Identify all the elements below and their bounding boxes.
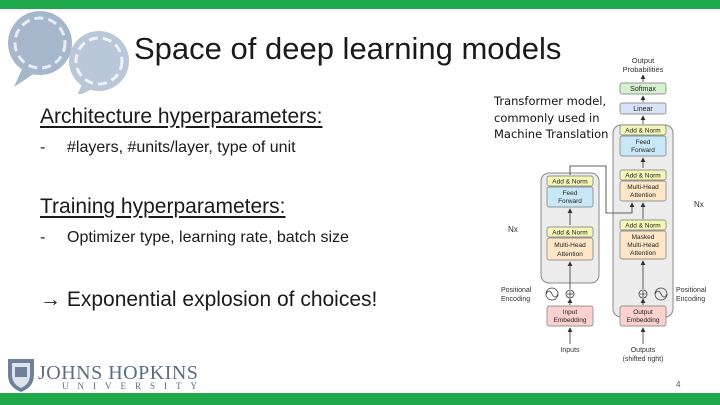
linear-label: Linear: [633, 106, 653, 113]
feed-forward-box: [619, 135, 667, 157]
top-accent-bar: [0, 0, 720, 9]
input-embedding-box: [546, 305, 594, 327]
jhu-shield-icon: [8, 359, 34, 392]
add-norm-box: [619, 169, 667, 181]
architecture-bullet: - #layers, #units/layer, type of unit: [40, 139, 296, 157]
softmax-label: Softmax: [630, 86, 656, 93]
feed-forward-label: Forward: [631, 147, 655, 154]
masked-attention-label: Attention: [630, 250, 656, 257]
add-norm-box: [619, 124, 667, 136]
feed-forward-label: Feed: [636, 139, 651, 146]
inputs-label: Inputs: [560, 347, 580, 354]
outputs-label: Outputs: [631, 347, 656, 354]
positional-encoding-label: Positional: [501, 287, 532, 294]
bullet-text: Optimizer type, learning rate, batch siz…: [67, 229, 349, 246]
caption-line: Transformer model,: [494, 94, 607, 108]
transformer-diagram: Output Probabilities Softmax Linear Add …: [501, 56, 707, 363]
positional-encoding-label: Encoding: [676, 296, 705, 303]
multi-head-attention-label: Multi-Head: [554, 242, 586, 249]
add-norm-label: Add & Norm: [625, 128, 660, 135]
masked-attention-box: [619, 230, 667, 260]
speech-bubbles-icon: [8, 11, 129, 94]
bullet-dash: -: [40, 139, 46, 156]
feed-forward-label: Feed: [563, 190, 578, 197]
encoder-sine-icon: [545, 290, 559, 298]
bottom-accent-bar: [0, 393, 720, 405]
slide-title: Space of deep learning models: [134, 31, 562, 66]
positional-encoding-label: Encoding: [501, 296, 530, 303]
bullet-text: #layers, #units/layer, type of unit: [67, 139, 296, 156]
training-heading: Training hyperparameters:: [40, 195, 286, 218]
feed-forward-box: [546, 186, 594, 208]
decoder-sine-icon: [654, 290, 668, 298]
output-embedding-label: Embedding: [627, 317, 660, 324]
multi-head-attention-label: Multi-Head: [627, 184, 659, 191]
add-norm-label: Add & Norm: [552, 179, 587, 186]
add-norm-label: Add & Norm: [552, 230, 587, 237]
masked-attention-label: Masked: [632, 234, 655, 241]
encoder-nx-label: Nx: [508, 225, 518, 234]
bullet-dash: -: [40, 229, 46, 246]
multi-head-attention-label: Attention: [630, 192, 656, 199]
transformer-caption: Transformer model, commonly used in Mach…: [494, 93, 608, 143]
add-norm-label: Add & Norm: [625, 223, 660, 230]
input-embedding-label: Input: [563, 309, 578, 316]
linear-box: [619, 102, 667, 115]
add-norm-box: [546, 175, 594, 187]
add-norm-box: [546, 226, 594, 238]
output-probabilities-label: Output: [632, 56, 655, 65]
output-probabilities-label: Probabilities: [623, 65, 664, 74]
output-embedding-box: [619, 305, 667, 327]
feed-forward-label: Forward: [558, 198, 582, 205]
architecture-heading: Architecture hyperparameters:: [40, 105, 323, 128]
input-embedding-label: Embedding: [554, 317, 587, 324]
add-norm-label: Add & Norm: [625, 173, 660, 180]
conclusion-text: → Exponential explosion of choices!: [40, 288, 378, 311]
caption-line: commonly used in: [494, 110, 600, 125]
multi-head-attention-label: Attention: [557, 251, 583, 258]
logo-name: JOHNS HOPKINS: [38, 362, 199, 384]
masked-attention-label: Multi-Head: [627, 242, 659, 249]
training-bullet: - Optimizer type, learning rate, batch si…: [40, 229, 349, 247]
positional-encoding-label: Positional: [676, 287, 707, 294]
caption-line: Machine Translation: [494, 127, 609, 141]
add-norm-box: [619, 219, 667, 231]
multi-head-attention-box: [619, 180, 667, 202]
output-embedding-label: Output: [633, 309, 653, 316]
page-number: 4: [676, 380, 681, 389]
multi-head-attention-box: [546, 237, 594, 261]
decoder-nx-label: Nx: [694, 200, 704, 209]
logo-university: UNIVERSITY: [62, 381, 206, 391]
softmax-box: [619, 82, 667, 95]
outputs-label: (shifted right): [623, 356, 664, 363]
